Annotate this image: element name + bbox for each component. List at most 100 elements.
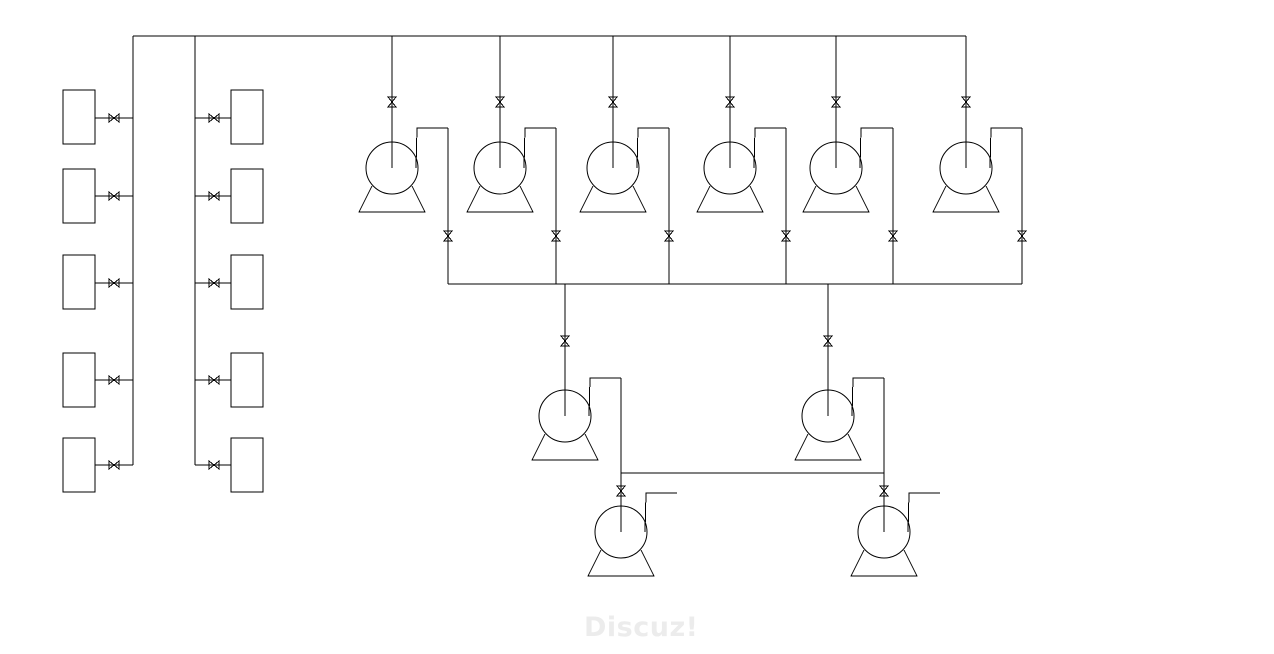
valve-icon	[208, 459, 220, 471]
valve-body	[108, 374, 120, 386]
pump-base	[358, 185, 426, 213]
pump-base	[932, 185, 1000, 213]
valve-icon	[494, 96, 506, 108]
valve-body	[208, 190, 220, 202]
pump-casing	[809, 141, 863, 195]
valve-body	[878, 485, 890, 497]
valve-icon	[615, 485, 627, 497]
pump-casing	[594, 505, 648, 559]
tank-box	[230, 437, 264, 493]
valve-icon	[1016, 230, 1028, 242]
valve-body	[108, 277, 120, 289]
pump-casing	[365, 141, 419, 195]
pump-icon	[358, 127, 448, 213]
pump-discharge	[415, 127, 448, 169]
pump-base	[579, 185, 647, 213]
valve-group	[108, 96, 1028, 497]
tank-box	[62, 89, 96, 145]
valve-icon	[780, 230, 792, 242]
pump-icon	[932, 127, 1022, 213]
pump-base	[794, 433, 862, 461]
pump-discharge	[523, 127, 556, 169]
pump-base	[802, 185, 870, 213]
valve-body	[780, 230, 792, 242]
pump-icon	[579, 127, 669, 213]
pump-icon	[531, 377, 621, 461]
valve-body	[830, 96, 842, 108]
valve-body	[208, 112, 220, 124]
pump-casing	[586, 141, 640, 195]
valve-icon	[108, 112, 120, 124]
valve-body	[607, 96, 619, 108]
pump-base	[587, 549, 655, 577]
valve-icon	[108, 190, 120, 202]
tank-box	[62, 352, 96, 408]
pump-base	[850, 549, 918, 577]
valve-icon	[208, 277, 220, 289]
valve-body	[442, 230, 454, 242]
valve-icon	[108, 374, 120, 386]
valve-body	[822, 335, 834, 347]
pump-icon	[850, 492, 940, 577]
pump-casing	[473, 141, 527, 195]
pump-discharge	[636, 127, 669, 169]
valve-icon	[887, 230, 899, 242]
valve-body	[108, 112, 120, 124]
pump-discharge	[851, 377, 884, 417]
valve-icon	[878, 485, 890, 497]
pump-group	[358, 127, 1022, 577]
watermark: Discuz!	[584, 612, 699, 643]
valve-icon	[208, 374, 220, 386]
valve-icon	[663, 230, 675, 242]
valve-icon	[108, 459, 120, 471]
valve-body	[208, 277, 220, 289]
valve-icon	[550, 230, 562, 242]
valve-icon	[607, 96, 619, 108]
pump-icon	[587, 492, 677, 577]
tank-box	[230, 168, 264, 224]
tank-box	[230, 89, 264, 145]
valve-icon	[724, 96, 736, 108]
valve-body	[960, 96, 972, 108]
pipe-network	[95, 35, 1023, 532]
tank-box	[230, 254, 264, 310]
pump-casing	[939, 141, 993, 195]
valve-body	[386, 96, 398, 108]
valve-icon	[830, 96, 842, 108]
tank-box	[62, 168, 96, 224]
valve-icon	[386, 96, 398, 108]
valve-body	[663, 230, 675, 242]
valve-icon	[108, 277, 120, 289]
valve-body	[724, 96, 736, 108]
valve-body	[494, 96, 506, 108]
pump-base	[696, 185, 764, 213]
valve-icon	[208, 112, 220, 124]
valve-icon	[960, 96, 972, 108]
pump-icon	[794, 377, 884, 461]
valve-body	[208, 459, 220, 471]
pump-casing	[703, 141, 757, 195]
valve-body	[108, 190, 120, 202]
valve-body	[1016, 230, 1028, 242]
pump-casing	[801, 389, 855, 443]
valve-body	[887, 230, 899, 242]
valve-icon	[442, 230, 454, 242]
pump-discharge	[859, 127, 893, 169]
tank-box	[230, 352, 264, 408]
pump-base	[466, 185, 534, 213]
pump-icon	[696, 127, 786, 213]
pump-discharge	[907, 492, 940, 533]
valve-body	[615, 485, 627, 497]
pump-discharge	[588, 377, 621, 417]
pump-discharge	[989, 127, 1022, 169]
pump-discharge	[644, 492, 677, 533]
valve-body	[208, 374, 220, 386]
pump-base	[531, 433, 599, 461]
pump-casing	[538, 389, 592, 443]
pump-discharge	[753, 127, 786, 169]
valve-icon	[559, 335, 571, 347]
valve-body	[550, 230, 562, 242]
valve-icon	[208, 190, 220, 202]
valve-body	[108, 459, 120, 471]
